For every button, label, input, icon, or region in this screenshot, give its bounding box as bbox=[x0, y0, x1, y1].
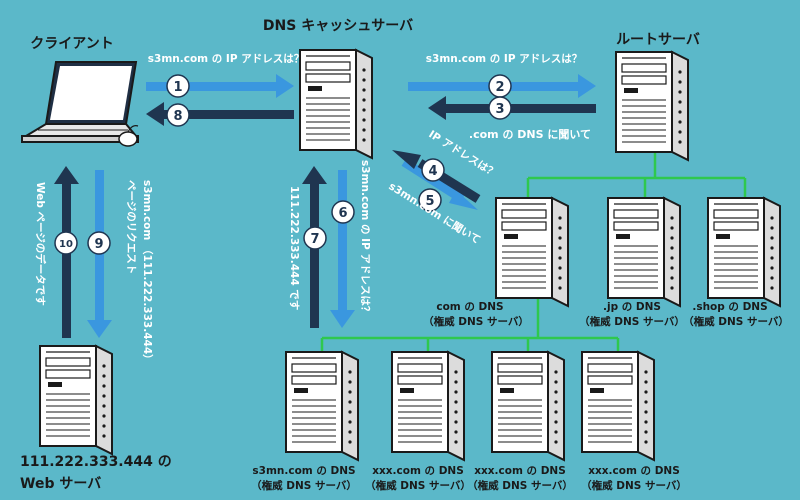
root-server-icon bbox=[615, 51, 689, 161]
arrow-7 bbox=[302, 166, 327, 328]
shop-dns-sublabel: （権威 DNS サーバ） bbox=[683, 315, 789, 328]
xxx-dns-server-1-icon bbox=[391, 351, 465, 461]
step-badge-1: 1 bbox=[166, 74, 190, 98]
arrow-10 bbox=[54, 166, 79, 338]
arrow-3 bbox=[428, 96, 596, 120]
message-q1: s3mn.com の IP アドレスは？ bbox=[148, 53, 304, 65]
svg-text:1: 1 bbox=[173, 80, 182, 95]
step-badge-6: 6 bbox=[331, 200, 355, 224]
com-dns-server-icon bbox=[495, 197, 569, 307]
xxx-dns-server-2-icon bbox=[491, 351, 565, 461]
step-badge-5: 5 bbox=[418, 188, 442, 212]
laptop-icon bbox=[21, 61, 139, 143]
jp-dns-sublabel: （権威 DNS サーバ） bbox=[579, 315, 685, 328]
client-label: クライアント bbox=[30, 36, 113, 52]
xxx-dns-1-sublabel: （権威 DNS サーバ） bbox=[365, 479, 471, 492]
step-badge-9: 9 bbox=[87, 231, 111, 255]
svg-text:4: 4 bbox=[428, 164, 437, 179]
xxx-dns-server-3-icon bbox=[581, 351, 655, 461]
dns-cache-server-icon bbox=[299, 49, 373, 159]
xxx-dns-2-sublabel: （権威 DNS サーバ） bbox=[467, 479, 573, 492]
com-dns-label: com の DNS bbox=[436, 301, 503, 313]
svg-text:3: 3 bbox=[495, 102, 504, 117]
web-server-icon bbox=[39, 345, 113, 455]
s3mn-dns-sublabel: （権威 DNS サーバ） bbox=[251, 479, 357, 492]
message-a10: Web ページのデータです bbox=[34, 182, 47, 306]
message-a7: 111.222.333.444 です bbox=[288, 186, 300, 310]
shop-dns-server-icon bbox=[707, 197, 781, 307]
xxx-dns-3-sublabel: （権威 DNS サーバ） bbox=[581, 479, 687, 492]
step-badge-4: 4 bbox=[421, 158, 445, 182]
jp-dns-server-icon bbox=[607, 197, 681, 307]
svg-text:10: 10 bbox=[59, 239, 73, 250]
xxx-dns-1-label: xxx.com の DNS bbox=[372, 465, 464, 477]
s3mn-dns-label: s3mn.com の DNS bbox=[252, 465, 355, 477]
step-badge-8: 8 bbox=[166, 103, 190, 127]
svg-text:2: 2 bbox=[495, 80, 504, 95]
s3mn-dns-server-icon bbox=[285, 351, 359, 461]
svg-text:5: 5 bbox=[425, 194, 434, 209]
web-server-label: Web サーバ bbox=[20, 476, 101, 492]
root-tree-lines bbox=[526, 150, 747, 198]
step-badge-7: 7 bbox=[303, 226, 327, 250]
xxx-dns-2-label: xxx.com の DNS bbox=[474, 465, 566, 477]
svg-text:9: 9 bbox=[94, 237, 103, 252]
message-q6: s3mn.com の IP アドレスは？ bbox=[359, 160, 371, 316]
shop-dns-label: .shop の DNS bbox=[692, 301, 767, 313]
root-server-label: ルートサーバ bbox=[616, 32, 700, 48]
arrow-1 bbox=[146, 74, 294, 98]
message-q9-line1: s3mn.com （111.222.333.444） bbox=[141, 180, 154, 365]
step-badge-10: 10 bbox=[54, 231, 78, 255]
message-q2: s3mn.com の IP アドレスは？ bbox=[426, 53, 582, 65]
xxx-dns-3-label: xxx.com の DNS bbox=[588, 465, 680, 477]
message-a3: .com の DNS に聞いて bbox=[469, 128, 591, 141]
arrow-8 bbox=[146, 102, 294, 126]
jp-dns-label: .jp の DNS bbox=[603, 301, 661, 313]
svg-text:8: 8 bbox=[173, 109, 182, 124]
web-server-ip-label: 111.222.333.444 の bbox=[20, 454, 172, 470]
mouse-icon bbox=[118, 125, 139, 147]
message-q9-line2: ページのリクエスト bbox=[125, 180, 137, 274]
com-dns-sublabel: （権威 DNS サーバ） bbox=[423, 315, 529, 328]
step-badge-2: 2 bbox=[488, 74, 512, 98]
svg-text:6: 6 bbox=[338, 206, 347, 221]
step-badge-3: 3 bbox=[488, 96, 512, 120]
svg-text:7: 7 bbox=[310, 232, 319, 247]
arrow-6 bbox=[330, 170, 355, 328]
cache-server-label: DNS キャッシュサーバ bbox=[263, 18, 413, 34]
